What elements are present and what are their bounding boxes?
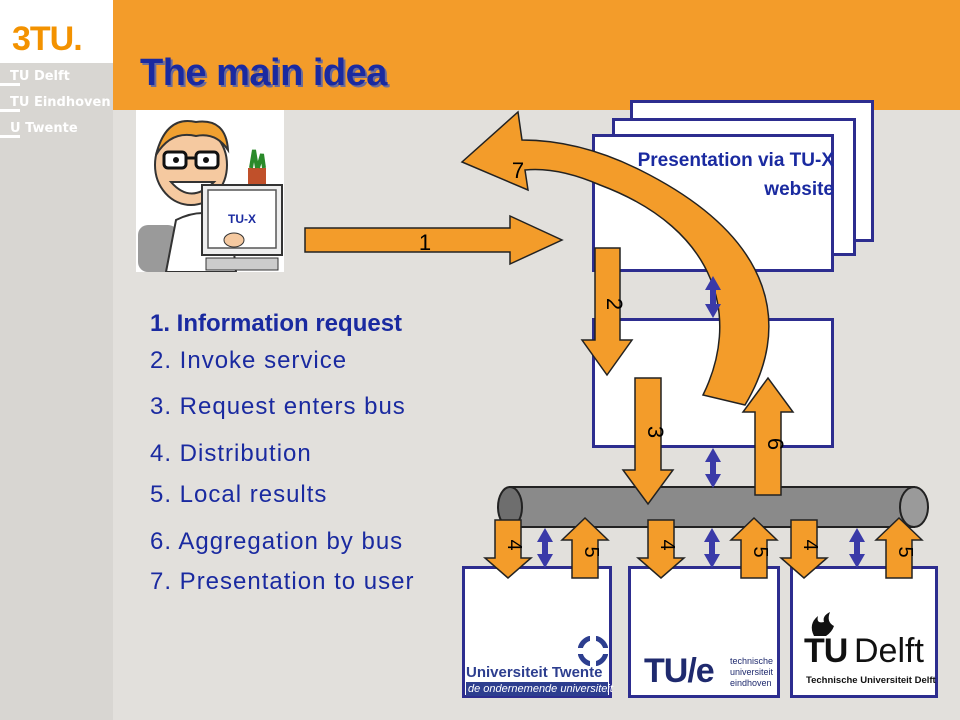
arrow-label: 3 [643,426,668,438]
arrow-label: 1 [419,230,431,255]
step-item: 4. Distribution [150,440,312,467]
step-item: 2. Invoke service [150,347,348,374]
institution-label: TU Delft [10,69,70,84]
arrow-3-enter-bus: 3 [621,377,675,506]
connector-bus [705,448,721,488]
tue-line: technische [730,656,774,666]
presentation-box-label: Presentation via TU-X website [637,150,834,200]
twente-emblem-icon [578,636,608,666]
tue-box [628,566,780,698]
service-bus [497,486,929,528]
connector-delft [849,528,865,568]
connector-twente [537,528,553,568]
institution-item: U Twente [0,120,113,146]
3tu-logo: 3TU. [0,0,113,63]
institution-item: TU Delft [0,68,113,94]
arrow-4-distribution-delft: 4 [778,519,830,579]
twente-box [462,566,612,698]
institution-list: TU Delft TU Eindhoven U Twente [0,68,113,146]
arrow-5-result-twente: 5 [560,516,610,579]
arrow-label: 4 [503,539,525,550]
twente-tagline: de ondernemende universiteit [466,682,613,696]
arrow-label: 5 [580,546,602,557]
arrow-2-invoke: 2 [580,247,634,377]
arrow-label: 2 [602,298,627,310]
tue-line: eindhoven [730,678,772,688]
arrow-7-presentation: 7 [460,110,770,406]
connectors [537,276,865,568]
step-item: 3. Request enters bus [150,393,406,420]
arrow-label: 4 [799,539,821,550]
arrow-4-distribution-twente: 4 [482,519,534,579]
step-item: 5. Local results [150,481,328,508]
arrow-label: 7 [512,158,524,183]
delft-tu: TU [804,632,848,670]
arrow-label: 5 [749,546,771,557]
delft-subtitle: Technische Universiteit Delft [806,675,936,686]
arrow-5-result-delft: 5 [874,516,924,579]
arrow-label: 4 [656,539,678,550]
header-band [113,0,960,110]
connector-top [705,276,721,318]
tue-mark: TU/e [644,652,715,690]
slide-title: The main idea [140,52,387,94]
arrow-4-distribution-tue: 4 [635,519,687,579]
arrow-label: 6 [763,438,788,450]
arrow-1-request: 1 [304,214,564,266]
arrow-5-result-tue: 5 [729,516,779,579]
arrow-6-aggregate: 6 [741,376,795,496]
connector-tue [704,528,720,568]
3tu-logo-text: 3TU. [12,20,83,58]
step-item: 1. Information request [150,310,403,337]
delft-name: Delft [854,632,924,670]
user-cartoon: TU-X [136,110,284,273]
tue-line: universiteit [730,667,774,677]
cartoon-screen-label: TU-X [228,212,256,226]
flame-icon [811,612,834,636]
twente-name: Universiteit Twente [466,664,603,681]
step-item: 7. Presentation to user [150,568,415,595]
institution-label: TU Eindhoven [10,95,111,110]
arrow-label: 5 [894,546,916,557]
institution-item: TU Eindhoven [0,94,113,120]
step-item: 6. Aggregation by bus [150,528,404,555]
sidebar: 3TU. TU Delft TU Eindhoven U Twente [0,0,113,720]
institution-label: U Twente [10,121,78,136]
